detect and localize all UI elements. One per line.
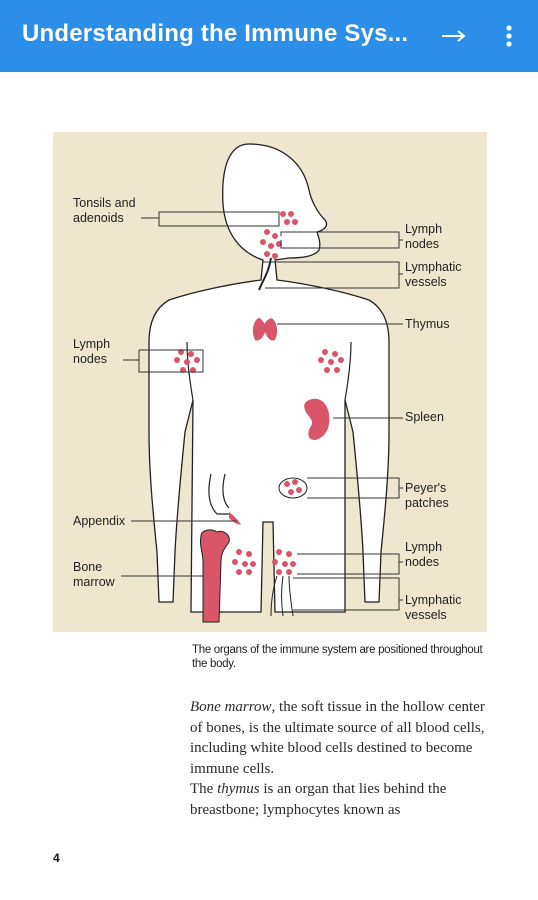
forward-button[interactable]	[432, 14, 476, 58]
body-diagram	[121, 143, 403, 623]
figure-caption: The organs of the immune system are posi…	[192, 644, 483, 670]
page-number: 4	[53, 851, 60, 865]
paragraph-thymus-start: The	[190, 781, 218, 797]
app-bar: Understanding the Immune Sys...	[0, 0, 538, 72]
more-vert-icon	[506, 25, 512, 47]
tonsils-dots	[280, 211, 298, 225]
arm-lymph-nodes-right	[318, 349, 344, 373]
label-lymph-nodes-arm: Lymph nodes	[73, 337, 111, 366]
spleen-organ	[304, 398, 330, 440]
bone-marrow-organ	[199, 529, 230, 623]
label-tonsils: Tonsils and adenoids	[73, 196, 136, 225]
thymus-organ	[252, 318, 278, 341]
paragraph-thymus: The thymus is an organ that lies behind …	[190, 779, 500, 820]
term-thymus: thymus	[217, 781, 260, 797]
paragraph-thymus-text: is an organ that lies behind the breastb…	[190, 781, 447, 818]
term-bone-marrow: Bone marrow	[190, 699, 272, 715]
paragraph-bone-marrow-text: , the soft tissue in the hollow center o…	[190, 699, 485, 777]
groin-lymph-nodes-left	[232, 549, 256, 575]
immune-system-figure: Tonsils and adenoids Lymph nodes Lymphat…	[53, 132, 487, 632]
paragraph-bone-marrow: Bone marrow, the soft tissue in the holl…	[190, 697, 500, 779]
label-thymus: Thymus	[405, 317, 450, 331]
label-bone-marrow: Bone marrow	[73, 560, 115, 589]
label-lymph-nodes-neck: Lymph nodes	[405, 222, 443, 251]
peyers-dots	[284, 479, 302, 495]
label-lymph-nodes-groin: Lymph nodes	[405, 540, 443, 569]
label-appendix: Appendix	[73, 514, 126, 528]
body-silhouette	[148, 143, 390, 613]
appendix-organ	[229, 512, 241, 525]
label-lymphatic-vessels-leg: Lymphatic vessels	[405, 593, 462, 622]
body-text: Bone marrow, the soft tissue in the holl…	[190, 697, 500, 820]
book-title: Understanding the Immune Sys...	[22, 20, 409, 47]
neck-lymph-nodes	[260, 229, 282, 259]
groin-lymph-nodes-right	[272, 549, 296, 575]
arrow-right-icon	[442, 30, 466, 42]
label-lymphatic-vessels-neck: Lymphatic vessels	[405, 260, 462, 289]
label-spleen: Spleen	[405, 410, 444, 424]
overflow-menu-button[interactable]	[487, 14, 531, 58]
label-peyers-patches: Peyer's patches	[405, 481, 449, 510]
